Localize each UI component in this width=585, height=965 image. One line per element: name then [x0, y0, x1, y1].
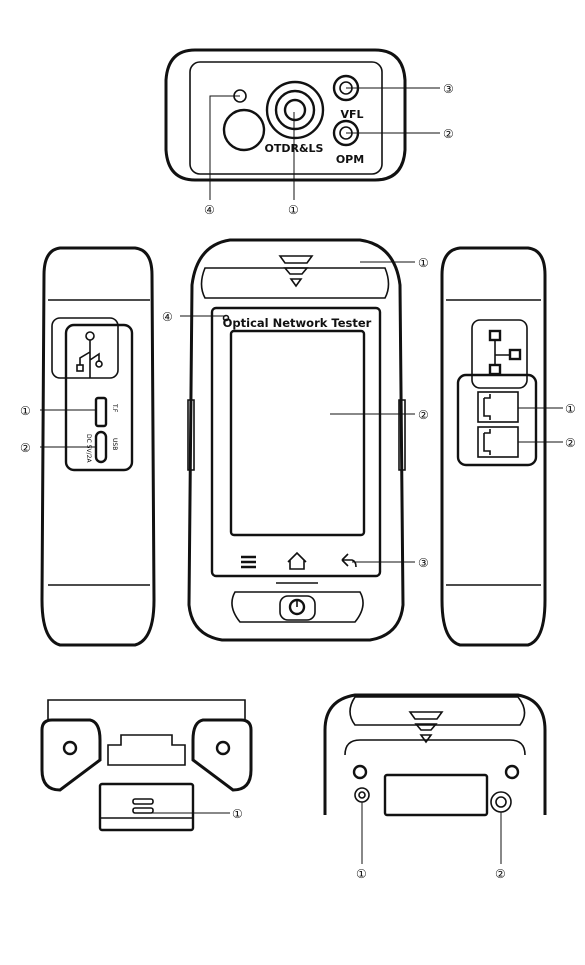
callout-2-front: ② — [418, 408, 429, 422]
callout-3-front: ③ — [418, 556, 429, 570]
left-side-view: T.F USB DC 5V/2A ① ② — [20, 246, 156, 647]
back-panel-top — [344, 739, 526, 756]
usb-slot-label: USB — [111, 438, 118, 450]
rj45-port-1-detail — [483, 394, 491, 420]
stand-center-piece — [107, 734, 186, 766]
back-body — [323, 693, 547, 815]
back-top-bumper — [349, 696, 526, 726]
callout-2-back: ② — [495, 867, 506, 881]
power-button — [288, 598, 306, 616]
menu-icon — [241, 555, 256, 569]
tf-slot-label: T.F — [111, 403, 118, 413]
vfl-label: VFL — [340, 108, 363, 121]
usb-cover — [51, 317, 119, 379]
callout-1-back: ① — [356, 867, 367, 881]
back-connector-right-center — [495, 796, 507, 808]
rj45-port-2-detail — [483, 429, 491, 455]
home-icon — [287, 551, 307, 570]
right-side-body — [440, 246, 547, 647]
front-top-bumper — [200, 267, 390, 299]
dc-label: DC 5V/2A — [85, 434, 92, 463]
left-side-body — [40, 246, 156, 647]
front-side-grips — [187, 399, 406, 471]
back-screw-left — [352, 764, 368, 780]
network-icon — [488, 329, 522, 376]
otdr-port-icon — [283, 98, 307, 122]
stand-screw-right — [215, 740, 231, 756]
stand-screw-left — [62, 740, 78, 756]
left-port-door — [64, 323, 134, 472]
callout-2-right: ② — [565, 436, 576, 450]
front-body — [187, 238, 405, 642]
otdr-port-middle — [274, 89, 316, 131]
touch-screen — [229, 329, 366, 537]
callout-line-led — [209, 95, 240, 200]
back-speaker-grille — [408, 711, 444, 744]
back-jack-left-center — [358, 791, 366, 799]
tf-card-slot — [94, 396, 108, 428]
callout-4-front: ④ — [162, 310, 173, 324]
speaker-grille — [278, 255, 314, 288]
callout-1-top: ① — [288, 203, 299, 217]
callout-1-stand: ① — [232, 807, 243, 821]
screen-title: Optical Network Tester — [223, 316, 372, 330]
usb-icon — [76, 331, 103, 378]
otdr-port-outer — [265, 80, 325, 140]
right-side-view: ① ② — [440, 246, 576, 647]
battery-latch-bottom — [132, 807, 154, 814]
front-bezel — [210, 306, 382, 578]
rj45-port-1 — [477, 391, 519, 423]
back-label-area — [383, 773, 489, 817]
callout-2-left: ② — [20, 441, 31, 455]
callout-1-front: ① — [418, 256, 429, 270]
power-round-button — [222, 108, 266, 152]
stand-box — [98, 782, 195, 832]
back-top-view: ① ② — [323, 693, 547, 881]
top-panel-inner — [189, 61, 383, 175]
top-view: OTDR&LS VFL OPM ③ ② ① ④ — [164, 48, 454, 217]
callout-1-left: ① — [20, 404, 31, 418]
opm-label: OPM — [336, 153, 364, 166]
callout-3-top: ③ — [443, 82, 454, 96]
callout-4-top: ④ — [204, 203, 215, 217]
battery-latch-top — [132, 798, 154, 805]
front-view: Optical Network Tester ① ④ ② ③ — [162, 238, 429, 642]
callout-2-top: ② — [443, 127, 454, 141]
front-bottom-bumper — [231, 591, 364, 623]
stand-bracket — [47, 699, 246, 720]
lan-cover — [471, 319, 528, 389]
power-button-housing — [279, 595, 316, 621]
back-screw-right — [504, 764, 520, 780]
callout-1-right: ① — [565, 402, 576, 416]
bottom-stand-view: ① — [40, 699, 253, 832]
